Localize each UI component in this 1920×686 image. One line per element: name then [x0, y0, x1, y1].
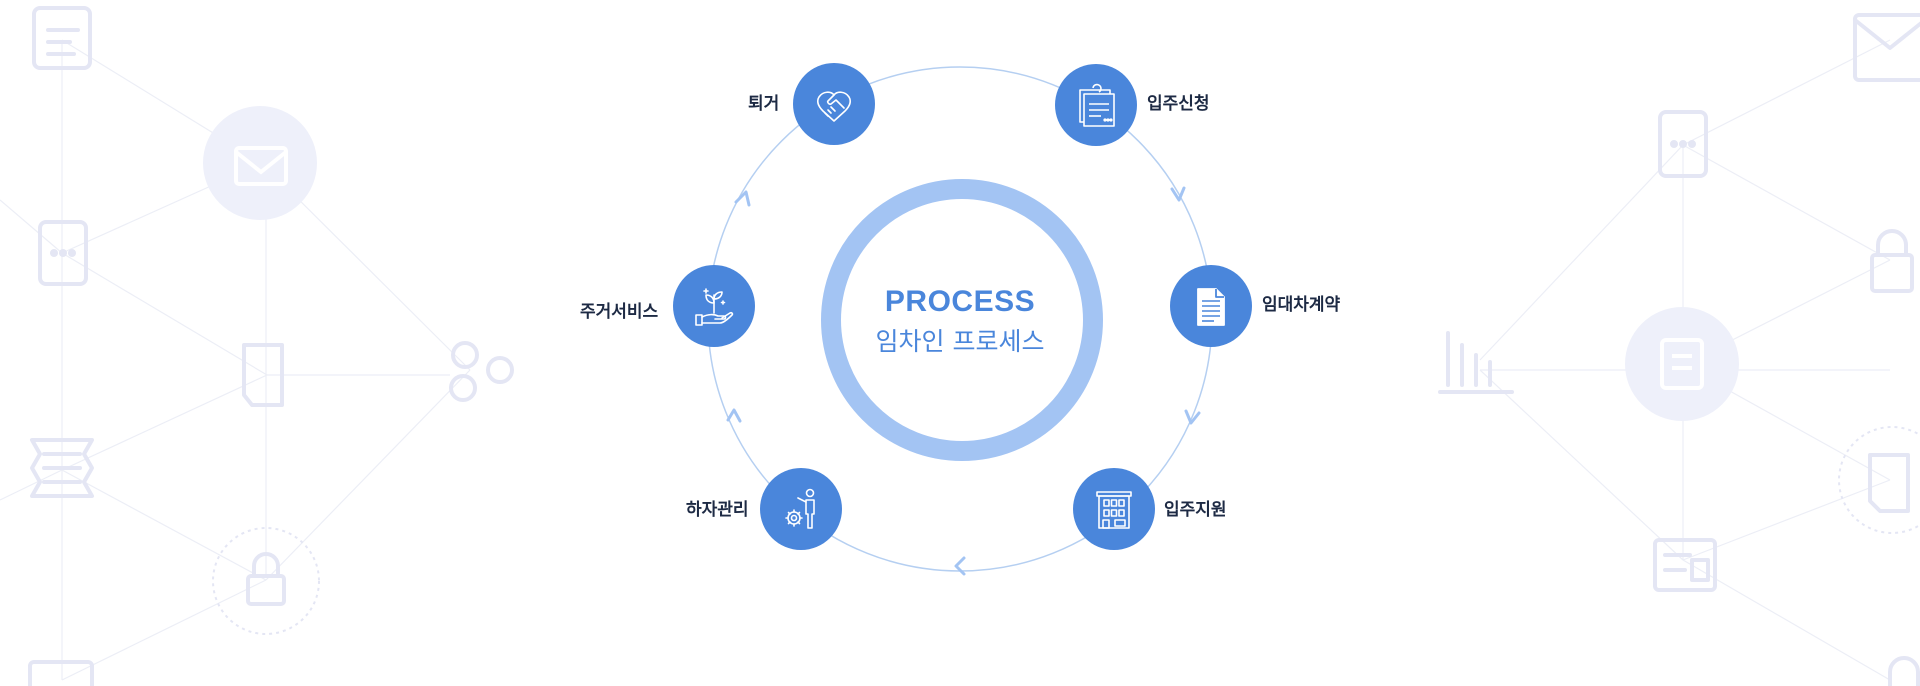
plant-in-hand-icon — [695, 288, 734, 326]
center-ring — [821, 179, 1103, 461]
maintenance-worker-icon — [785, 488, 815, 529]
step-label-move-out: 퇴거 — [748, 94, 780, 114]
arrow-icon — [734, 190, 751, 207]
step-move-out-button[interactable] — [793, 63, 875, 145]
step-contract-button[interactable] — [1170, 265, 1252, 347]
step-label-move-in-support: 입주지원 — [1164, 500, 1227, 520]
step-move-in-support-button[interactable] — [1073, 468, 1155, 550]
step-label-defect-management: 하자관리 — [686, 500, 749, 520]
step-label-housing-service: 주거서비스 — [580, 302, 659, 322]
step-housing-service-button[interactable] — [673, 265, 755, 347]
step-label-contract: 임대차계약 — [1262, 295, 1341, 315]
step-defect-management-button[interactable] — [760, 468, 842, 550]
arrow-icon — [954, 556, 966, 576]
handshake-icon — [816, 91, 852, 122]
building-icon — [1096, 491, 1132, 529]
center-title: PROCESS — [884, 285, 1036, 318]
step-label-application: 입주신청 — [1147, 94, 1210, 114]
arrow-icon — [1170, 186, 1186, 202]
step-application-button[interactable] — [1055, 64, 1137, 146]
arrow-icon — [726, 408, 742, 423]
arrow-icon — [1184, 409, 1201, 425]
contract-document-icon — [1197, 288, 1225, 326]
center-subtitle: 임차인 프로세스 — [875, 327, 1045, 356]
application-form-icon — [1079, 83, 1115, 127]
